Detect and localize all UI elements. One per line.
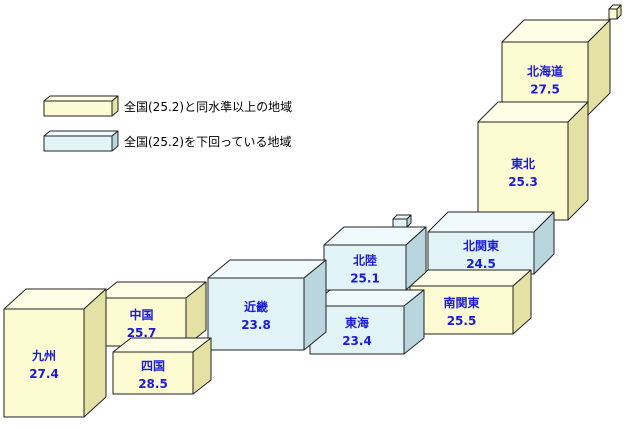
region-name: 北関東 — [463, 238, 499, 253]
region-tohoku-side-face — [567, 101, 589, 221]
region-kita-kanto-top-face — [427, 211, 555, 233]
legend-below-swatch-front-face — [43, 135, 113, 152]
region-value: 25.7 — [127, 326, 157, 340]
region-kyushu-front-face — [3, 308, 85, 418]
legend-below-label: 全国(25.2)を下回っている地域 — [124, 134, 291, 149]
region-box-minami-kanto: 南関東 25.5 — [409, 269, 532, 335]
region-shikoku-front-face — [112, 351, 194, 395]
region-box-tokai: 東海 23.4 — [309, 289, 425, 355]
region-name: 東海 — [345, 315, 369, 330]
legend-item-below: 全国(25.2)を下回っている地域 — [43, 130, 291, 152]
region-value: 25.3 — [508, 175, 538, 189]
region-value: 28.5 — [138, 377, 168, 391]
legend: 全国(25.2)と同水準以上の地域 全国(25.2)を下回っている地域 — [43, 95, 292, 152]
region-value: 24.5 — [466, 257, 496, 271]
region-value: 25.1 — [350, 272, 380, 286]
region-name: 中国 — [129, 307, 153, 322]
region-box-kita-kanto: 北関東 24.5 — [427, 211, 555, 275]
legend-item-above: 全国(25.2)と同水準以上の地域 — [43, 95, 292, 117]
region-minami-kanto-front-face — [409, 285, 514, 335]
legend-above-swatch-front-face — [43, 100, 113, 117]
region-kita-kanto-front-face — [427, 231, 535, 275]
legend-above-swatch-top-face — [43, 95, 119, 102]
region-box-hokuriku: 北陸 25.1 — [323, 226, 427, 291]
region-box-kinki: 近畿 23.8 — [207, 259, 327, 351]
region-box-shikoku: 四国 28.5 — [112, 337, 212, 395]
legend-above-label: 全国(25.2)と同水準以上の地域 — [124, 99, 292, 114]
region-tohoku-front-face — [477, 121, 569, 221]
legend-below-swatch-top-face — [43, 130, 119, 137]
region-kinki-front-face — [207, 277, 305, 351]
region-box-kyushu: 九州 27.4 — [3, 288, 107, 418]
region-box-tohoku: 東北 25.3 — [477, 101, 589, 221]
region-value: 23.4 — [342, 334, 372, 348]
region-minami-kanto-top-face — [409, 269, 532, 287]
region-value: 25.5 — [447, 314, 477, 328]
region-value: 27.5 — [530, 83, 560, 97]
region-name: 九州 — [31, 348, 56, 363]
region-name: 北陸 — [353, 253, 377, 268]
region-name: 四国 — [141, 359, 165, 373]
region-name: 南関東 — [443, 295, 479, 310]
island-marker-small-front-face — [392, 218, 408, 228]
island-marker-north-front-face — [608, 8, 618, 20]
region-name: 北海道 — [527, 64, 563, 79]
region-value: 23.8 — [241, 318, 271, 332]
region-kyushu-side-face — [83, 288, 107, 418]
region-box-chugoku: 中国 25.7 — [96, 281, 207, 347]
region-name: 東北 — [511, 156, 535, 171]
region-value: 27.4 — [29, 367, 59, 381]
region-box-hokkaido: 北海道 27.5 — [501, 19, 611, 116]
region-name: 近畿 — [244, 299, 268, 314]
island-markers — [392, 4, 622, 228]
